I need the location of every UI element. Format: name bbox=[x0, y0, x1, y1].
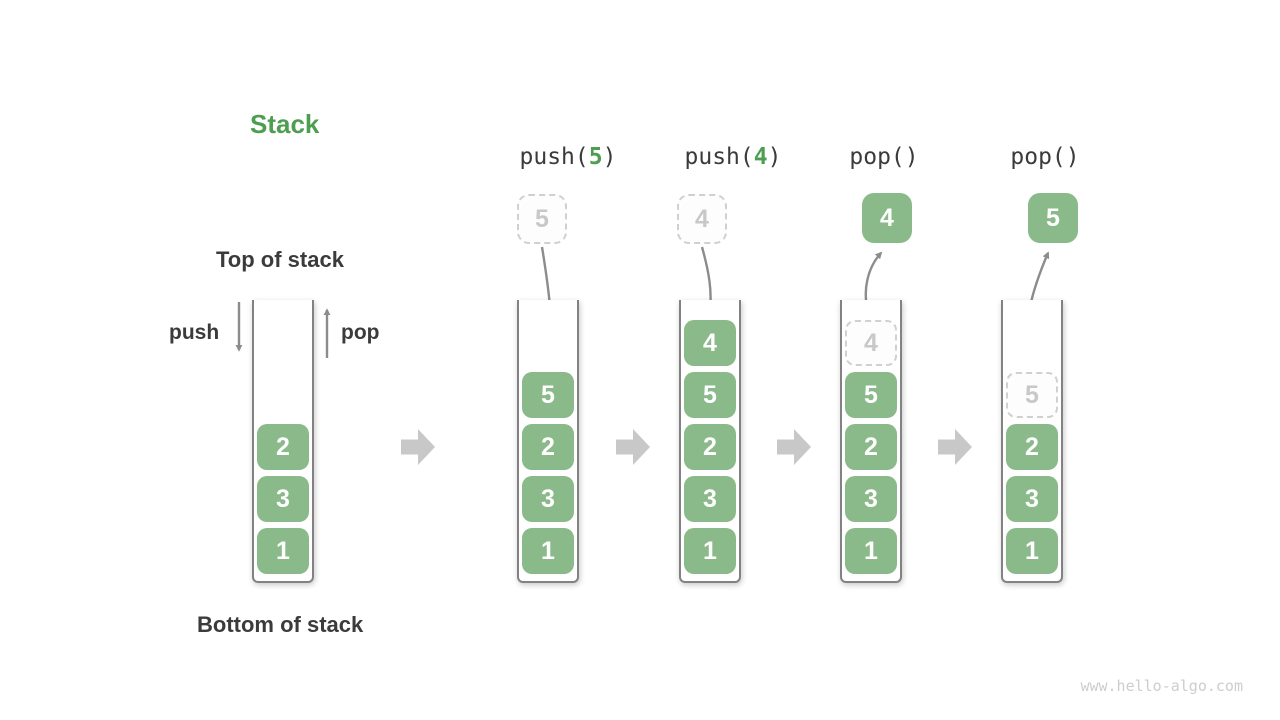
stack-item: 3 bbox=[1006, 476, 1058, 522]
stack-item: 3 bbox=[684, 476, 736, 522]
op-arg: 5 bbox=[588, 144, 603, 170]
stack-item: 5 bbox=[684, 372, 736, 418]
stack-item: 1 bbox=[1006, 528, 1058, 574]
op-arg: 4 bbox=[753, 144, 768, 170]
transition-arrow-icon bbox=[616, 429, 650, 465]
stack-item: 2 bbox=[684, 424, 736, 470]
op-text: ) bbox=[602, 144, 617, 170]
stack-item: 4 bbox=[684, 320, 736, 366]
push-4-curve-arrow-icon bbox=[700, 246, 715, 310]
popped-value-box: 4 bbox=[862, 193, 912, 243]
transition-arrow-icon bbox=[938, 429, 972, 465]
op-text: pop() bbox=[849, 144, 919, 170]
watermark: www.hello-algo.com bbox=[1080, 677, 1243, 695]
floating-value-box: 5 bbox=[517, 194, 567, 244]
operation-label-push-4: push(4) bbox=[653, 144, 813, 170]
stack-item-removed: 5 bbox=[1006, 372, 1058, 418]
stack-item: 1 bbox=[522, 528, 574, 574]
push-label: push bbox=[169, 321, 220, 344]
stack-item: 3 bbox=[845, 476, 897, 522]
top-of-stack-label: Top of stack bbox=[216, 247, 344, 272]
operation-label-pop-1: pop() bbox=[804, 144, 964, 170]
bottom-of-stack-label: Bottom of stack bbox=[197, 612, 364, 637]
op-text: push( bbox=[519, 144, 589, 170]
stack-item: 1 bbox=[845, 528, 897, 574]
transition-arrow-icon bbox=[777, 429, 811, 465]
stack-item-removed: 4 bbox=[845, 320, 897, 366]
op-text: push( bbox=[684, 144, 754, 170]
stack-item: 5 bbox=[845, 372, 897, 418]
stack-item: 2 bbox=[845, 424, 897, 470]
pop-label: pop bbox=[341, 321, 380, 344]
operation-label-push-5: push(5) bbox=[488, 144, 648, 170]
operation-label-pop-2: pop() bbox=[965, 144, 1125, 170]
popped-value-box: 5 bbox=[1028, 193, 1078, 243]
stack-item: 3 bbox=[522, 476, 574, 522]
stack-item: 2 bbox=[257, 424, 309, 470]
stack-item: 1 bbox=[257, 528, 309, 574]
op-text: ) bbox=[767, 144, 782, 170]
stack-item: 5 bbox=[522, 372, 574, 418]
stack-item: 2 bbox=[522, 424, 574, 470]
diagram-title: Stack bbox=[250, 109, 320, 139]
stack-item: 2 bbox=[1006, 424, 1058, 470]
transition-arrow-icon bbox=[401, 429, 435, 465]
floating-value-box: 4 bbox=[677, 194, 727, 244]
stack-item: 1 bbox=[684, 528, 736, 574]
op-text: pop() bbox=[1010, 144, 1080, 170]
stack-item: 3 bbox=[257, 476, 309, 522]
